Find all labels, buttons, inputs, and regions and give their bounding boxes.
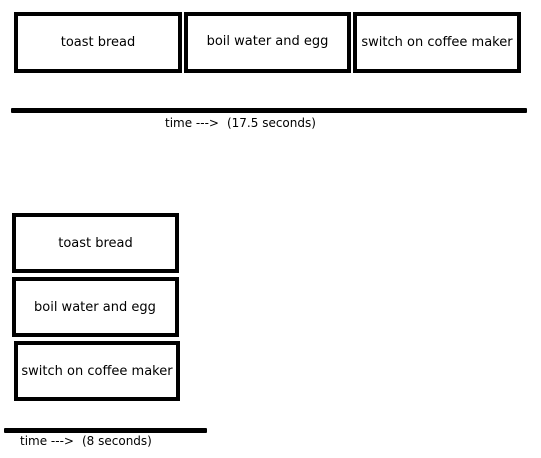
par-timeline-axis xyxy=(4,428,207,433)
par-task-toast-bread: toast bread xyxy=(12,213,179,273)
par-time-caption: time ---> (8 seconds) xyxy=(20,434,152,448)
seq-timeline-axis xyxy=(11,108,527,113)
seq-task-label: switch on coffee maker xyxy=(361,35,513,50)
seq-task-boil-water: boil water and egg xyxy=(184,12,351,73)
seq-task-coffee-maker: switch on coffee maker xyxy=(353,12,521,73)
seq-time-caption: time ---> (17.5 seconds) xyxy=(165,116,316,130)
par-task-label: boil water and egg xyxy=(34,299,156,315)
par-task-label: toast bread xyxy=(58,235,133,251)
par-task-label: switch on coffee maker xyxy=(21,363,173,379)
seq-time-arrow-label: time ---> xyxy=(165,116,219,130)
seq-task-label: boil water and egg xyxy=(206,34,329,49)
par-task-boil-water: boil water and egg xyxy=(12,277,179,337)
par-task-coffee-maker: switch on coffee maker xyxy=(14,341,180,401)
seq-task-toast-bread: toast bread xyxy=(14,12,182,73)
par-duration: (8 seconds) xyxy=(81,434,152,448)
seq-task-label: toast bread xyxy=(60,35,136,50)
seq-duration: (17.5 seconds) xyxy=(226,116,316,130)
par-time-arrow-label: time ---> xyxy=(20,434,74,448)
